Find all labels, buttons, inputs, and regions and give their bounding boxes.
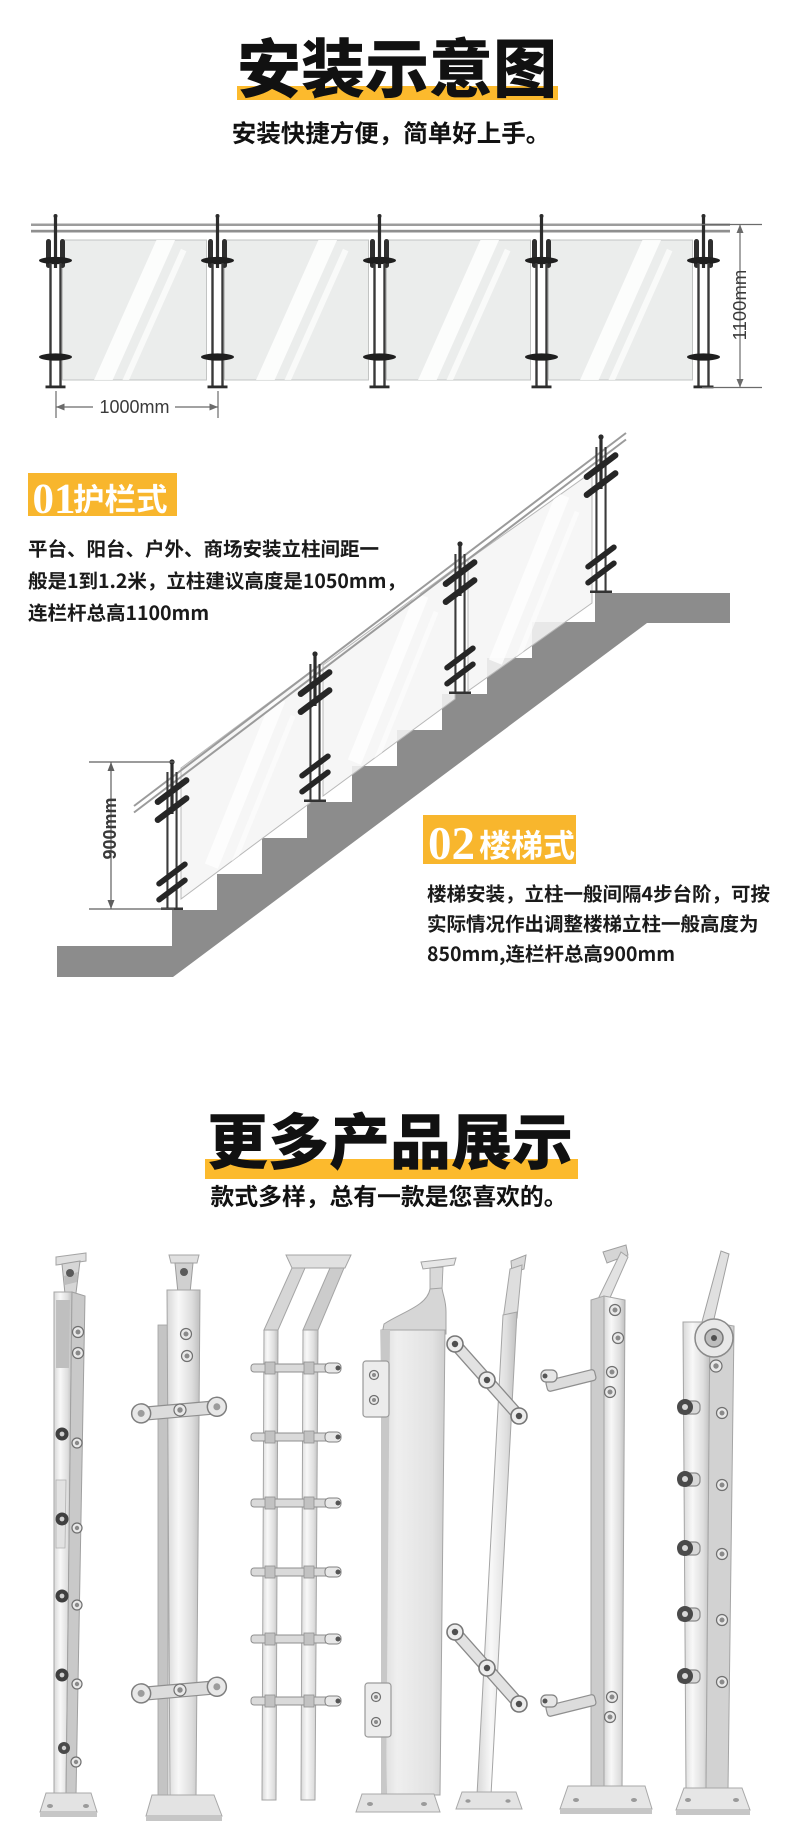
svg-text:900mm: 900mm (100, 797, 120, 859)
svg-text:1000mm: 1000mm (99, 397, 169, 417)
svg-text:1100mm: 1100mm (729, 270, 750, 341)
